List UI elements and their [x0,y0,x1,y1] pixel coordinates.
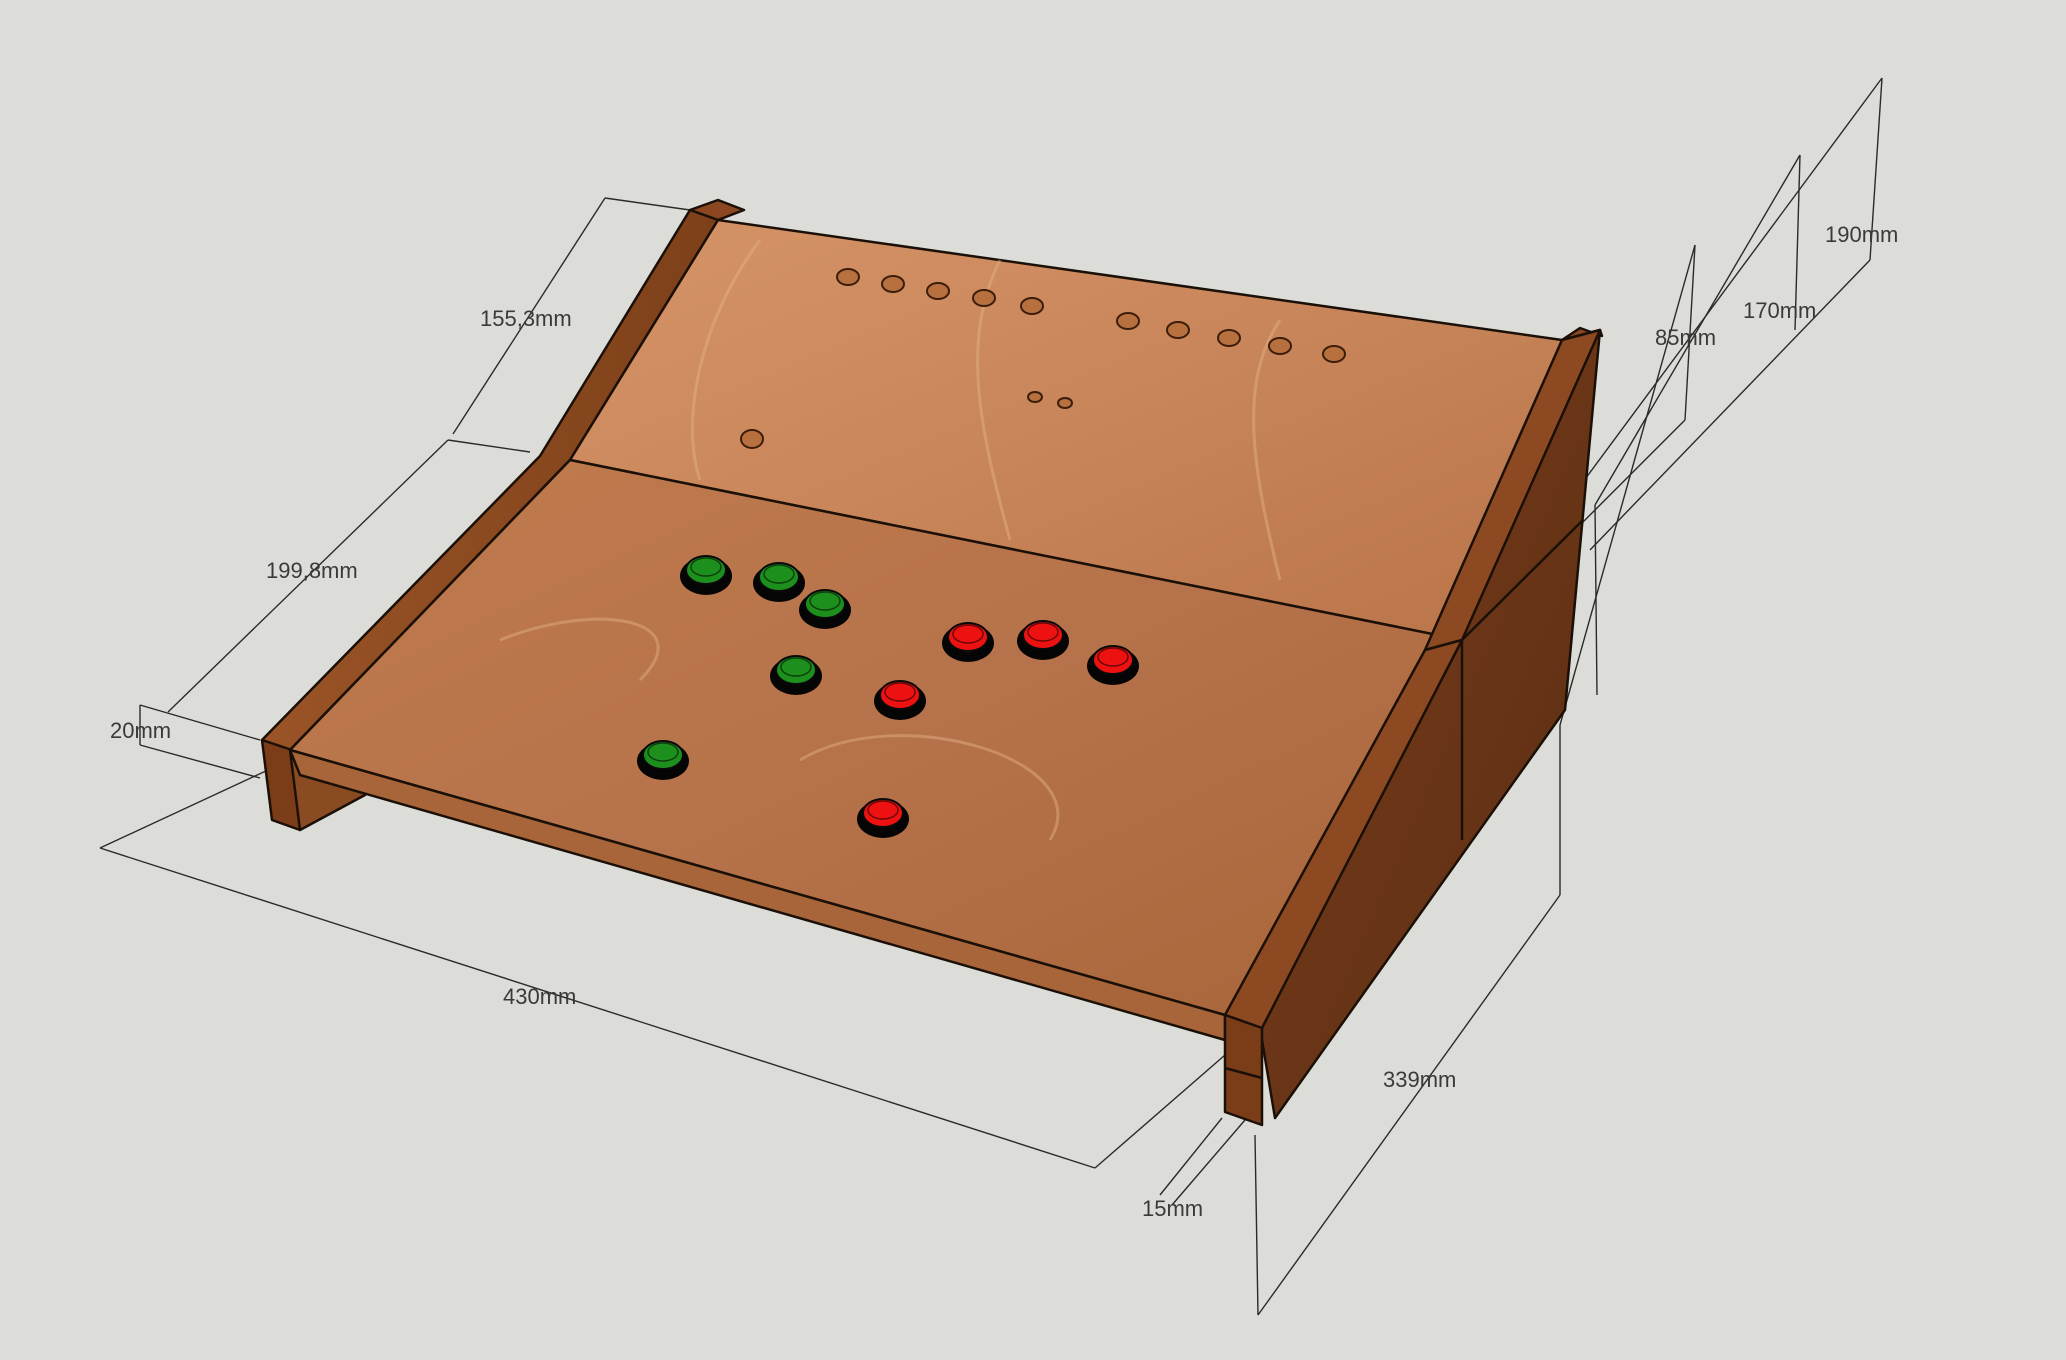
arcade-buttons [637,555,1139,838]
hole-small [1057,397,1073,409]
dimension-lines [99,77,1883,1316]
red-button [1017,620,1069,660]
red-button [874,680,926,720]
green-button [770,655,822,695]
hole [836,268,860,286]
green-button [753,562,805,602]
right-side-foot [1223,1013,1264,1127]
dim-label-top-panel-depth: 155,3mm [480,306,572,331]
hole [1020,297,1044,315]
red-button [857,798,909,838]
green-button [637,740,689,780]
hole [1268,337,1292,355]
hole [1217,329,1241,347]
cabinet [260,198,1604,1127]
dim-label-side-thickness: 15mm [1142,1196,1203,1221]
green-button [680,555,732,595]
green-button [799,589,851,629]
hole [1116,312,1140,330]
red-button [1087,645,1139,685]
top-panel-holes [740,268,1346,449]
hole [881,275,905,293]
hole [926,282,950,300]
dim-label-control-panel-depth: 199,8mm [266,558,358,583]
dim-label-total-depth: 339mm [1383,1067,1456,1092]
dim-label-width: 430mm [503,984,576,1009]
dimension-labels: 155,3mm 199,8mm 20mm 430mm 15mm 339mm 85… [110,222,1898,1221]
hole [1166,321,1190,339]
hole [972,289,996,307]
red-button [942,622,994,662]
wood-grain [499,239,1282,841]
hole [740,429,764,449]
dim-label-mid-height: 170mm [1743,298,1816,323]
hole-small [1027,391,1043,403]
hole [1322,345,1346,363]
dim-label-back-height: 190mm [1825,222,1898,247]
dim-label-board-thickness: 20mm [110,718,171,743]
dim-label-front-height: 85mm [1655,325,1716,350]
